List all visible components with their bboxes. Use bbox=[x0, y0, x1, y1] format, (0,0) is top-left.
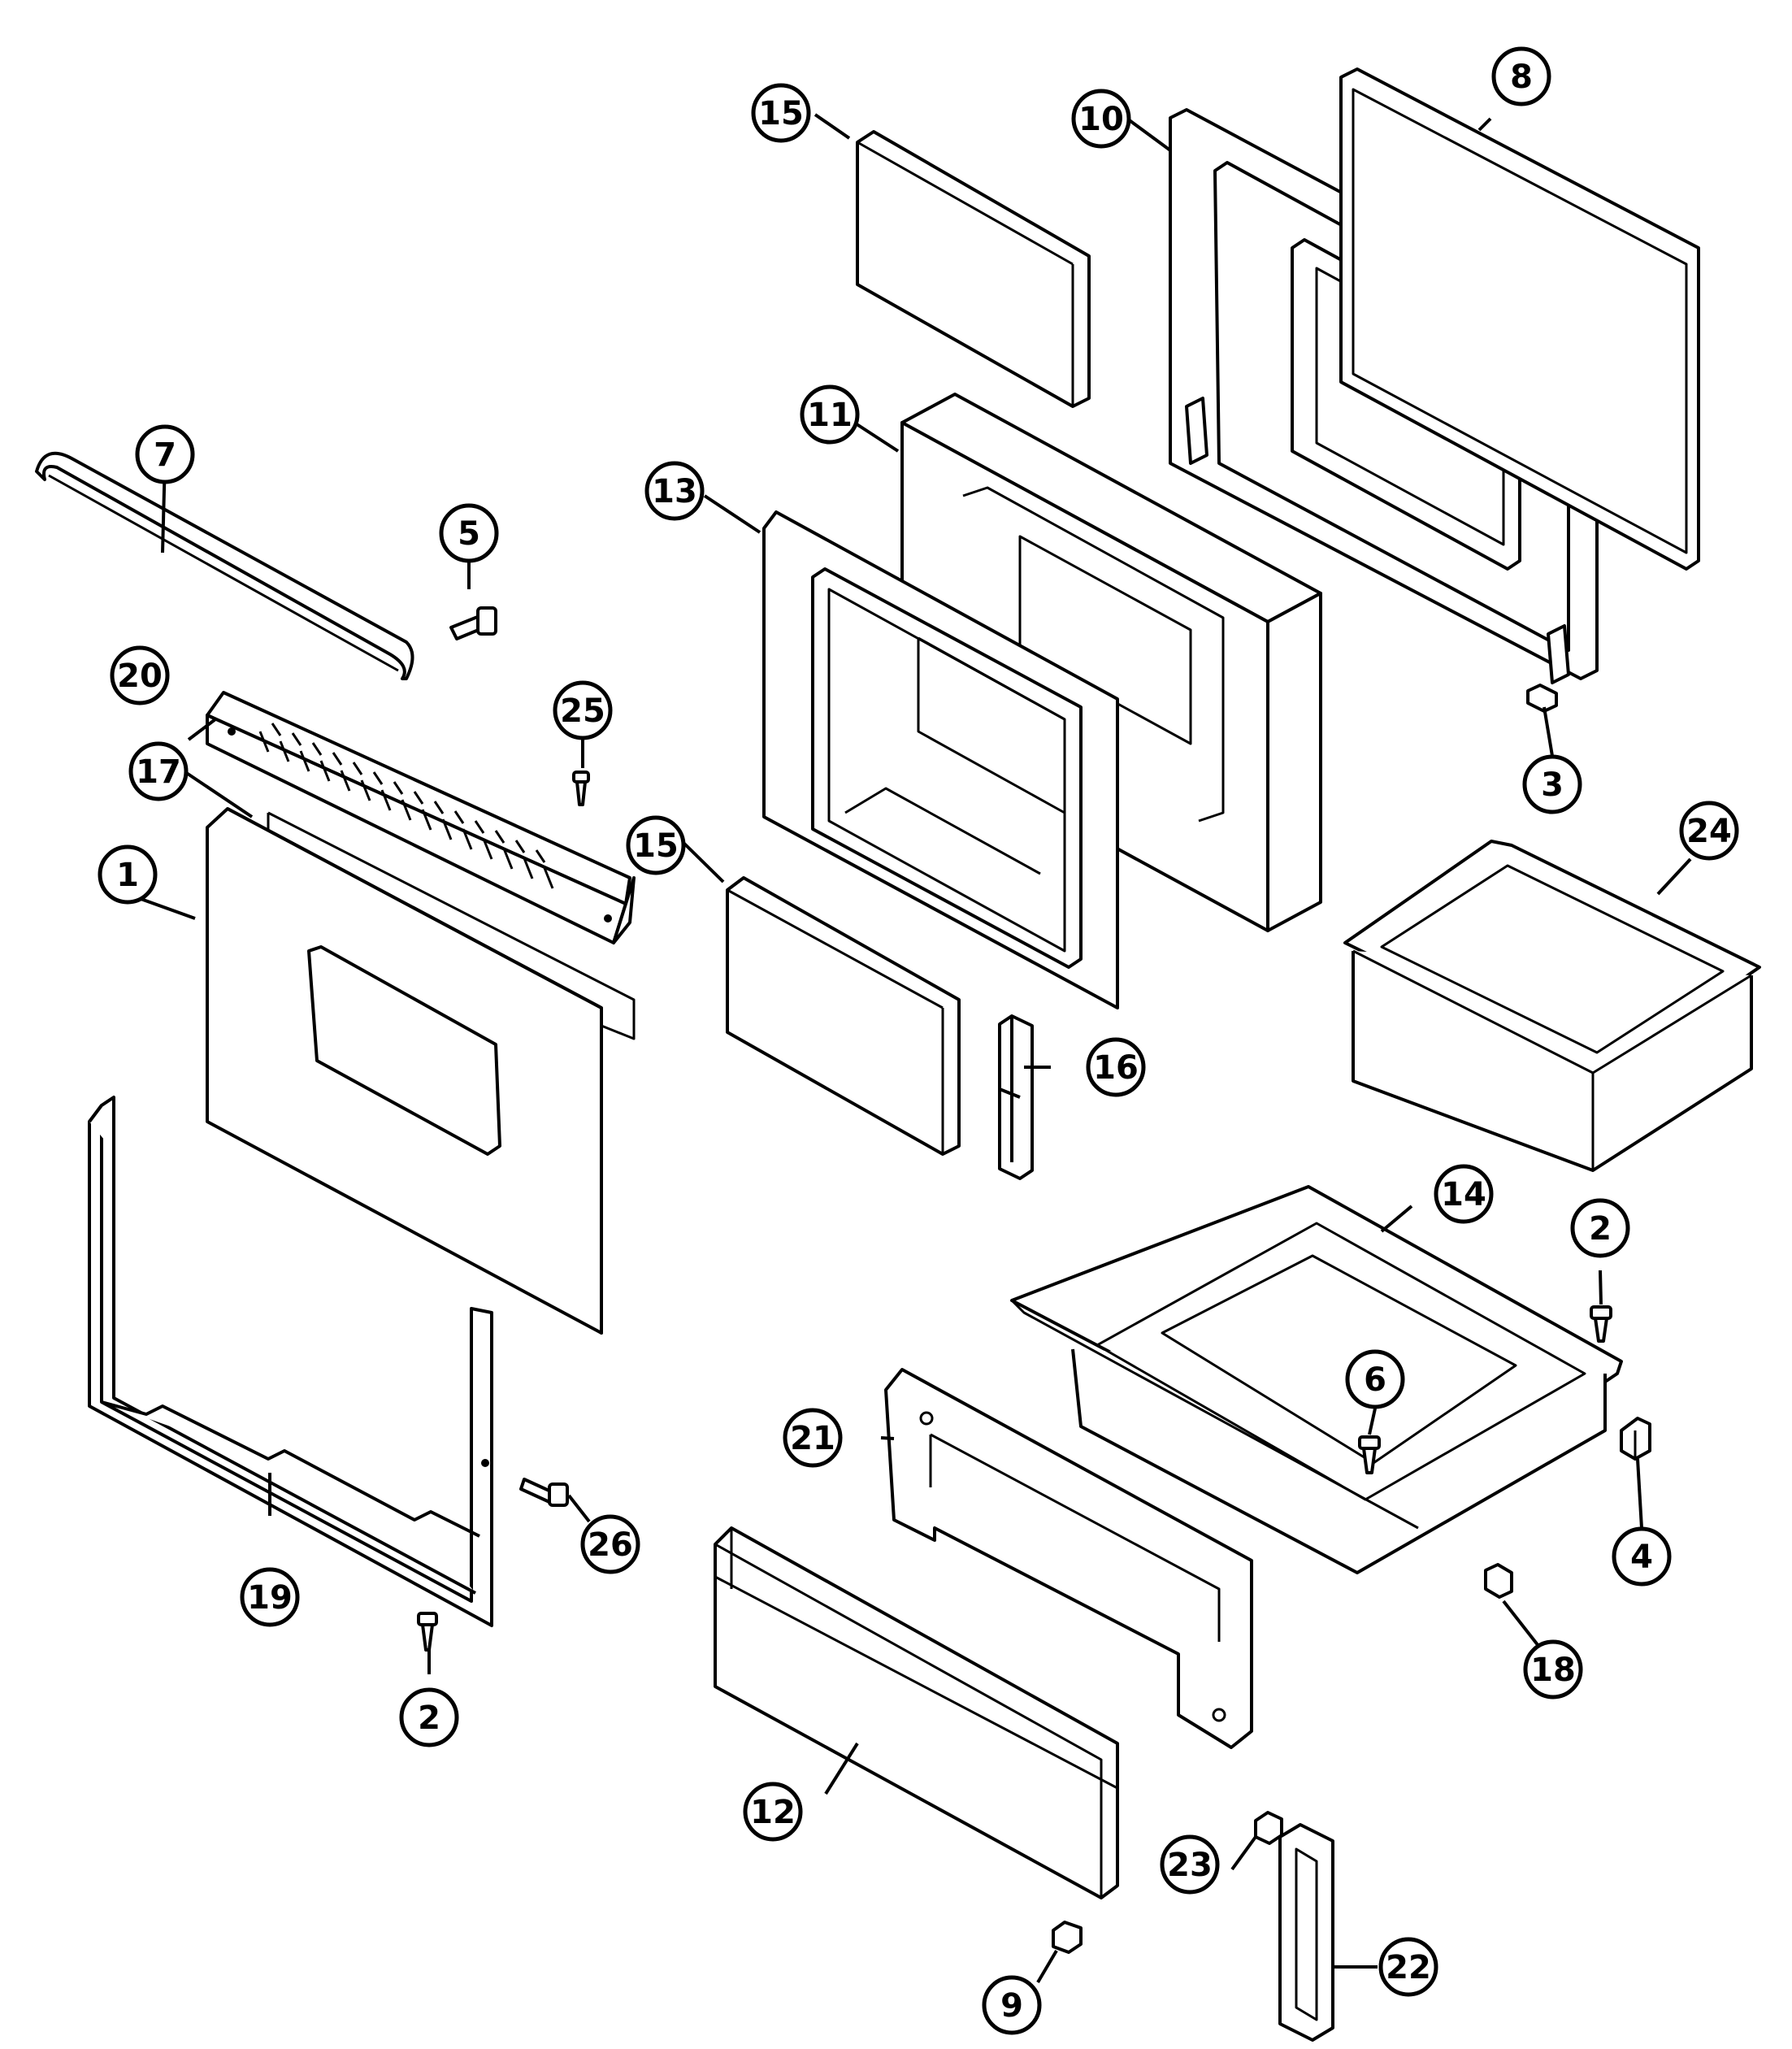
callout-25: 25 bbox=[553, 680, 613, 740]
svg-text:20: 20 bbox=[117, 658, 163, 695]
callout-7: 7 bbox=[135, 424, 195, 484]
part-20-vent-panel bbox=[206, 691, 636, 944]
svg-text:25: 25 bbox=[560, 692, 605, 730]
callout-19: 19 bbox=[240, 1567, 300, 1627]
svg-text:13: 13 bbox=[652, 473, 697, 510]
part-15-glass-top bbox=[856, 130, 1091, 408]
callout-20: 20 bbox=[110, 645, 170, 705]
callout-14: 14 bbox=[1434, 1164, 1494, 1224]
svg-text:7: 7 bbox=[154, 436, 176, 474]
part-22-trim bbox=[1278, 1823, 1334, 2042]
svg-text:14: 14 bbox=[1441, 1176, 1486, 1213]
svg-text:9: 9 bbox=[1000, 1987, 1023, 2025]
callout-23: 23 bbox=[1160, 1834, 1220, 1895]
svg-text:16: 16 bbox=[1093, 1049, 1139, 1087]
part-6-screw bbox=[1358, 1435, 1381, 1474]
callout-3: 3 bbox=[1522, 754, 1582, 814]
callout-26: 26 bbox=[580, 1514, 640, 1574]
part-14-drawer bbox=[1010, 1185, 1623, 1574]
svg-text:2: 2 bbox=[418, 1700, 440, 1737]
part-2-screw-left bbox=[417, 1612, 438, 1652]
svg-text:5: 5 bbox=[458, 515, 480, 553]
callout-18: 18 bbox=[1523, 1639, 1583, 1700]
callout-24: 24 bbox=[1679, 801, 1739, 861]
callout-13: 13 bbox=[644, 461, 705, 521]
svg-text:26: 26 bbox=[588, 1526, 633, 1564]
callout-16: 16 bbox=[1086, 1037, 1146, 1097]
callout-2: 2 bbox=[399, 1687, 459, 1747]
callout-12: 12 bbox=[743, 1782, 803, 1842]
part-7-handle bbox=[35, 451, 414, 680]
leader-lines bbox=[133, 113, 1692, 1984]
callout-2: 2 bbox=[1570, 1198, 1630, 1258]
part-23-cap bbox=[1254, 1811, 1283, 1845]
callout-21: 21 bbox=[783, 1408, 843, 1468]
callout-6: 6 bbox=[1345, 1349, 1405, 1409]
callout-9: 9 bbox=[982, 1975, 1042, 2035]
part-13-door-inner-panel bbox=[762, 510, 1119, 1009]
svg-text:23: 23 bbox=[1167, 1847, 1213, 1884]
part-21-drawer-bracket bbox=[884, 1368, 1253, 1749]
callout-1: 1 bbox=[98, 844, 158, 905]
svg-text:15: 15 bbox=[633, 827, 679, 865]
callout-15: 15 bbox=[751, 83, 811, 143]
svg-text:24: 24 bbox=[1686, 813, 1732, 850]
callout-22: 22 bbox=[1378, 1937, 1438, 1997]
part-2-screw-right bbox=[1590, 1305, 1612, 1343]
svg-text:12: 12 bbox=[750, 1794, 796, 1831]
part-15-glass-mid bbox=[726, 876, 961, 1156]
part-18-clip bbox=[1484, 1563, 1513, 1599]
part-8-gasket bbox=[1339, 67, 1700, 571]
svg-text:19: 19 bbox=[247, 1579, 293, 1617]
part-5-screw bbox=[449, 606, 497, 640]
part-9-clip bbox=[1052, 1921, 1083, 1954]
part-12-drawer-front bbox=[714, 1526, 1119, 1899]
svg-text:2: 2 bbox=[1589, 1210, 1612, 1248]
callout-5: 5 bbox=[439, 503, 499, 563]
callout-15: 15 bbox=[626, 815, 686, 875]
callout-17: 17 bbox=[128, 741, 189, 801]
part-3-clip bbox=[1526, 684, 1558, 713]
part-24-drawer-pan bbox=[1343, 840, 1761, 1172]
callout-8: 8 bbox=[1491, 46, 1551, 106]
svg-text:17: 17 bbox=[136, 753, 181, 791]
svg-text:4: 4 bbox=[1630, 1539, 1653, 1576]
svg-text:21: 21 bbox=[790, 1420, 835, 1457]
part-25-screw bbox=[572, 771, 590, 806]
svg-text:10: 10 bbox=[1078, 101, 1124, 138]
callout-4: 4 bbox=[1612, 1526, 1672, 1587]
part-26-screw bbox=[519, 1478, 569, 1507]
callout-11: 11 bbox=[800, 384, 860, 445]
part-11-door-liner bbox=[900, 393, 1322, 932]
part-4-end-cap bbox=[1620, 1417, 1651, 1461]
svg-text:15: 15 bbox=[758, 95, 804, 132]
svg-text:3: 3 bbox=[1541, 766, 1564, 804]
svg-text:11: 11 bbox=[807, 397, 853, 434]
part-1-oven-door-panel bbox=[206, 807, 603, 1335]
svg-text:8: 8 bbox=[1510, 59, 1533, 96]
part-16-hinge-bracket bbox=[998, 1014, 1034, 1180]
svg-text:1: 1 bbox=[116, 857, 139, 894]
svg-text:22: 22 bbox=[1386, 1949, 1431, 1986]
callout-10: 10 bbox=[1071, 89, 1131, 149]
svg-text:18: 18 bbox=[1530, 1652, 1576, 1689]
part-19-door-frame bbox=[88, 1096, 493, 1627]
svg-text:6: 6 bbox=[1364, 1361, 1386, 1399]
